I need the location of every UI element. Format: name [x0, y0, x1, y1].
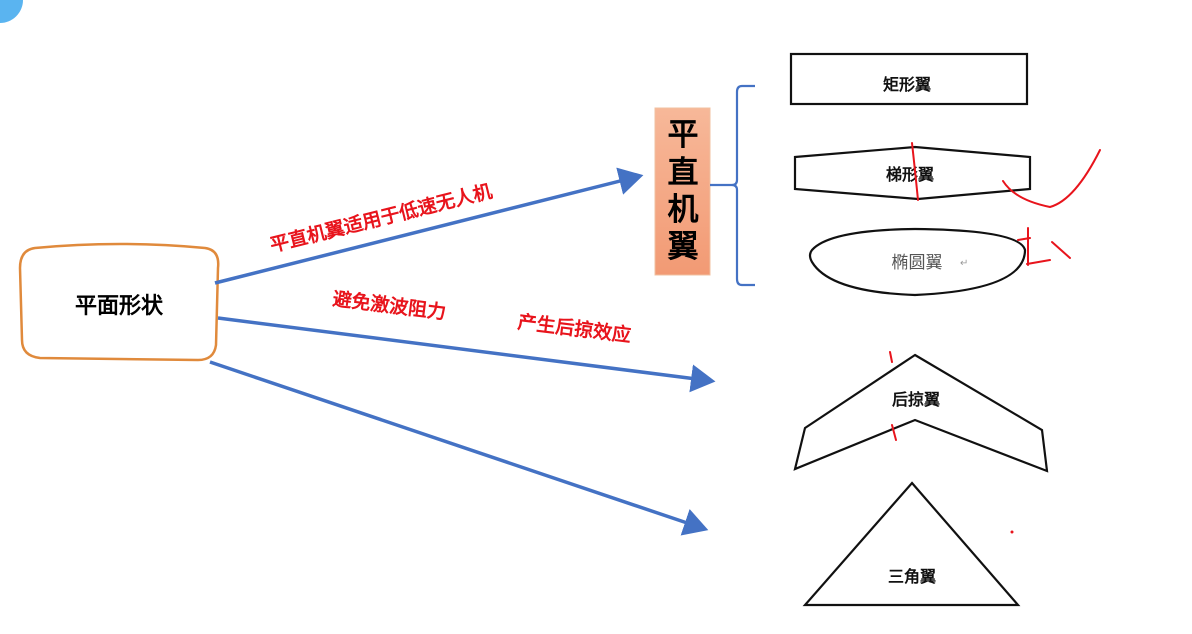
arrow-to-straight-wing: [214, 167, 644, 285]
svg-text:矩形翼: 矩形翼: [883, 75, 931, 94]
svg-text:梯形翼: 梯形翼: [886, 165, 934, 184]
swept-note-shock-drag: 避免激波阻力: [331, 287, 447, 324]
arrow-to-delta-wing: [209, 360, 709, 536]
straight-wing-note: 平直机翼适用于低速无人机: [268, 179, 495, 256]
svg-text:平: 平: [668, 117, 699, 153]
delta-wing: 三角翼: [802, 481, 1021, 607]
trapezoidal-wing: 梯形翼: [793, 145, 1032, 201]
elliptical-wing: 椭圆翼 ↵: [808, 227, 1027, 297]
rectangular-wing: 矩形翼: [789, 52, 1029, 106]
arrow-to-swept-wing: [217, 316, 716, 393]
swept-note-sweep-effect: 产生后掠效应: [516, 310, 632, 347]
svg-text:三角翼: 三角翼: [888, 567, 936, 586]
cursor-indicator: [0, 0, 23, 23]
return-mark-icon: ↵: [960, 258, 968, 269]
bracket: [710, 84, 755, 287]
svg-text:机: 机: [668, 192, 699, 228]
svg-text:直: 直: [668, 155, 699, 191]
straight-wing-box: 平 直 机 翼: [654, 107, 711, 276]
svg-text:后掠翼: 后掠翼: [892, 390, 940, 409]
root-label: 平面形状: [75, 294, 164, 319]
handwritten-annotations: [889, 142, 1101, 534]
svg-text:翼: 翼: [668, 229, 699, 265]
swept-wing: 后掠翼: [793, 353, 1049, 473]
root-node: 平面形状: [18, 242, 220, 362]
svg-text:椭圆翼: 椭圆翼: [892, 253, 943, 273]
